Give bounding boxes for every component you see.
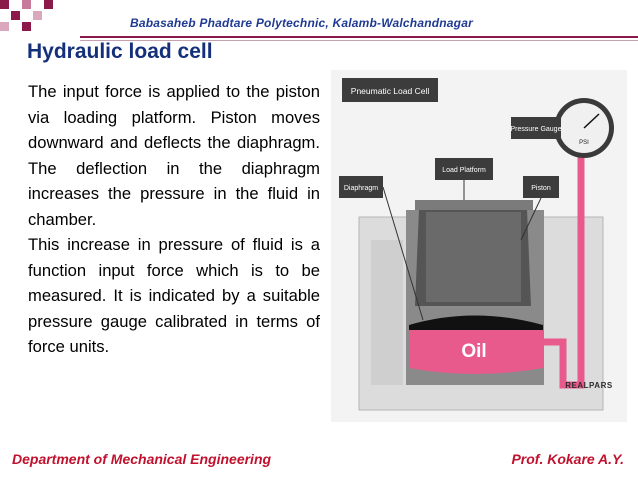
housing-inner-left xyxy=(371,240,403,385)
diaphragm xyxy=(409,315,543,332)
header-rule-thin xyxy=(80,40,638,41)
diaphragm-label: Diaphragm xyxy=(344,185,378,192)
load-platform xyxy=(415,200,533,210)
diagram-title-box xyxy=(342,78,438,102)
diagram-title: Pneumatic Load Cell xyxy=(351,86,430,96)
piston-label: Piston xyxy=(531,185,551,192)
footer-author: Prof. Kokare A.Y. xyxy=(511,451,624,467)
piston-face xyxy=(426,212,521,302)
institute-header: Babasaheb Phadtare Polytechnic, Kalamb-W… xyxy=(130,16,473,30)
slide-body: The input force is applied to the piston… xyxy=(28,79,320,360)
footer-department: Department of Mechanical Engineering xyxy=(12,451,272,467)
piston-pointer xyxy=(520,197,542,241)
header-rule xyxy=(80,36,638,38)
gauge-needle xyxy=(583,113,600,129)
diaphragm-label-box xyxy=(339,176,383,198)
pressure-gauge-label: Pressure Gauge xyxy=(511,126,562,133)
gauge-unit: PSI xyxy=(579,140,589,146)
corner-decoration xyxy=(0,0,53,31)
oil-chamber xyxy=(409,330,543,374)
watermark: REALPARS xyxy=(565,381,613,390)
fluid-pipe xyxy=(543,150,585,389)
diaphragm-pointer xyxy=(382,186,424,321)
oil-label: Oil xyxy=(461,341,486,362)
load-platform-label-box xyxy=(435,158,493,180)
slide-title: Hydraulic load cell xyxy=(27,40,213,63)
load-cell-diagram: Pneumatic Load Cell Oil PSI Pressure Gau… xyxy=(331,70,627,422)
piston-label-box xyxy=(523,176,559,198)
paragraph-2: This increase in pressure of fluid is a … xyxy=(28,235,320,356)
diagram-svg: Pneumatic Load Cell Oil PSI Pressure Gau… xyxy=(339,78,614,411)
load-platform-label: Load Platform xyxy=(442,167,486,174)
pressure-gauge-label-box xyxy=(511,117,561,139)
paragraph-1: The input force is applied to the piston… xyxy=(28,82,320,229)
